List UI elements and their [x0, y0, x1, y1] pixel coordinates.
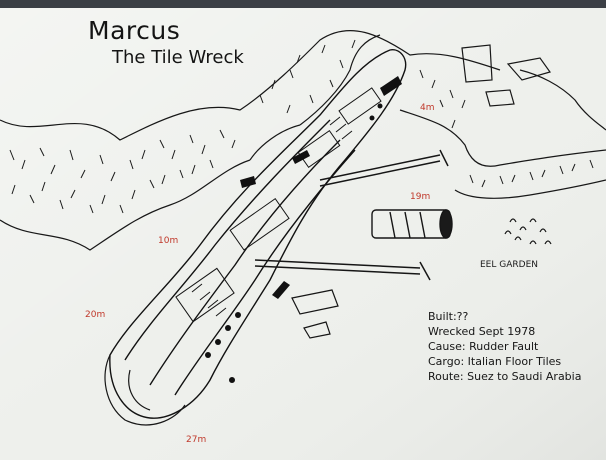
depth-label: 20m	[85, 310, 106, 320]
depth-label: 10m	[158, 236, 179, 246]
top-right-debris	[461, 44, 551, 107]
portholes	[205, 103, 383, 383]
debris-pieces	[291, 289, 339, 339]
glare-overlay	[0, 8, 606, 460]
ship-hull	[109, 49, 407, 419]
info-cause: Cause: Rudder Fault	[428, 340, 539, 353]
info-wrecked: Wrecked Sept 1978	[428, 325, 536, 338]
info-built: Built:??	[428, 310, 469, 323]
map-title: Marcus	[88, 16, 181, 45]
depth-label: 19m	[410, 192, 431, 202]
info-route: Route: Suez to Saudi Arabia	[428, 370, 582, 383]
mast-cylinder	[371, 209, 453, 239]
ship-deck-details	[175, 87, 382, 323]
crane-booms	[254, 149, 449, 281]
depth-label: 27m	[186, 435, 207, 445]
info-cargo: Cargo: Italian Floor Tiles	[428, 355, 562, 368]
wreck-info-box: Built:?? Wrecked Sept 1978 Cause: Rudder…	[428, 309, 581, 384]
eel-garden-marks	[504, 218, 552, 245]
reef-hatching	[9, 39, 594, 214]
hull-dark-patches	[240, 76, 402, 299]
map-subtitle: The Tile Wreck	[112, 47, 244, 68]
eel-garden-label: EEL GARDEN	[480, 260, 538, 270]
ship-stern	[104, 354, 186, 426]
reef-outline	[0, 30, 606, 251]
depth-label: 4m	[420, 103, 435, 113]
